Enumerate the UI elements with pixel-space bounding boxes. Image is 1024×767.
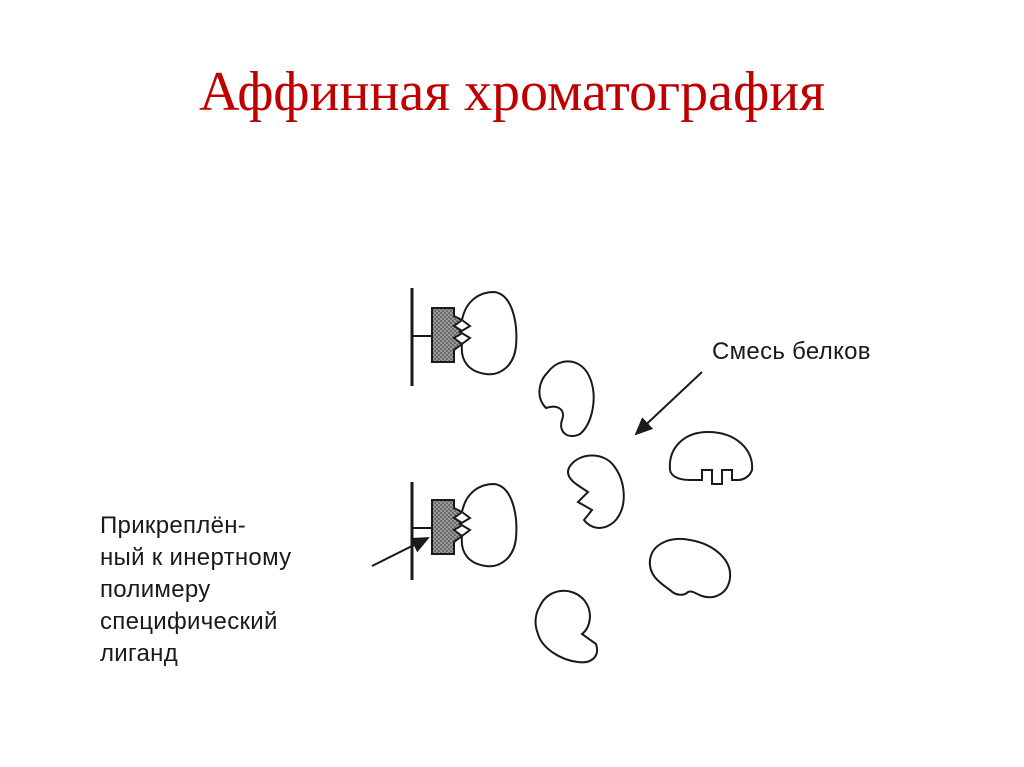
ligand-top	[431, 307, 466, 363]
ligand-label: Прикреплён- ный к инертному полимеру спе…	[100, 510, 380, 670]
bound-protein-bottom	[458, 482, 518, 568]
arrow-to-mixture	[634, 371, 703, 436]
ligand-bottom	[431, 499, 466, 555]
protein-mixture-label: Смесь белков	[712, 338, 871, 365]
ligand-label-line: специфический	[100, 608, 278, 635]
free-protein-4	[648, 538, 732, 599]
bound-complex-top	[410, 288, 518, 386]
bound-protein-top	[458, 290, 518, 376]
ligand-label-line: полимеру	[100, 576, 211, 603]
free-protein-5	[534, 590, 598, 664]
protein-mixture	[534, 360, 754, 664]
ligand-label-line: лиганд	[100, 640, 179, 667]
slide-title: Аффинная хроматография	[198, 61, 826, 123]
free-protein-3	[668, 430, 754, 485]
arrow-to-ligand	[371, 537, 430, 567]
ligand-label-line: Прикреплён-	[100, 512, 247, 539]
free-protein-1	[538, 360, 595, 438]
free-protein-2	[567, 454, 625, 529]
bound-complex-bottom	[410, 482, 518, 580]
ligand-label-line: ный к инертному	[100, 544, 292, 571]
